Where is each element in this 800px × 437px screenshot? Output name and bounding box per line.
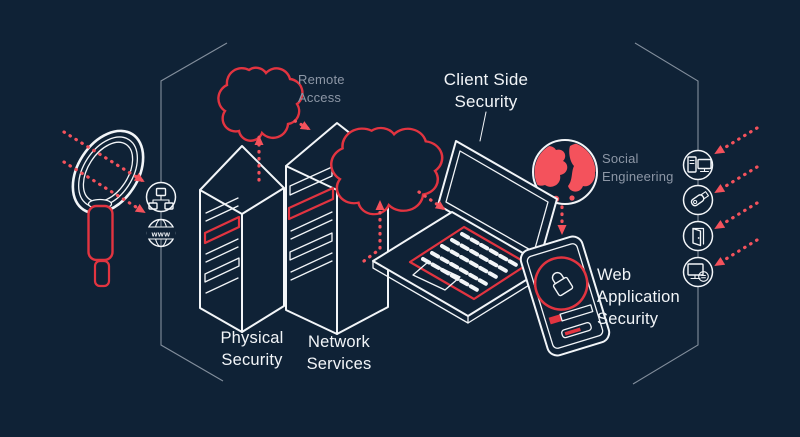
- tower-slots: [689, 160, 695, 164]
- icon-circle: [682, 220, 714, 252]
- security-badge: [698, 271, 709, 282]
- server-white-slat: [289, 232, 333, 261]
- desktop-monitor: [687, 263, 704, 276]
- attack-arrow: [417, 190, 446, 211]
- globe-parallels: [148, 226, 174, 240]
- magnifier-icon: [71, 129, 145, 288]
- www-globe-icon: www: [146, 218, 176, 248]
- workstation-icon: [682, 149, 714, 181]
- server-white-slat: [289, 166, 333, 196]
- attack-arrow: [714, 126, 759, 155]
- attack-arrow: [714, 238, 759, 267]
- cloud-icon-remote-access-1: [217, 66, 304, 142]
- padlock-icon: [551, 271, 574, 297]
- server-slat: [205, 197, 239, 214]
- lens-outer-ring: [71, 129, 145, 215]
- lan-node: [148, 202, 158, 210]
- usb-drive-icon: [682, 184, 714, 216]
- key-row: [440, 244, 500, 280]
- door-icon: [682, 220, 714, 252]
- button-bar: [561, 322, 592, 339]
- server-red-slat: [203, 215, 241, 245]
- progress-red-segment: [548, 314, 563, 325]
- attack-arrow: [293, 119, 311, 131]
- remote-access-label: Remote Access: [298, 72, 345, 105]
- phone-screen: [526, 243, 604, 349]
- frame-left-line: [160, 42, 228, 382]
- continent-island: [569, 195, 575, 201]
- lan-node: [164, 202, 174, 210]
- icon-circle: [682, 184, 714, 216]
- button-red-fill: [564, 327, 581, 336]
- magnifier-lens: [71, 129, 145, 215]
- www-band: [147, 227, 175, 239]
- frame-right-line: [632, 42, 699, 385]
- lan-links: [152, 195, 170, 204]
- padlock-body: [552, 276, 574, 297]
- web-application-security-label: Web Application Security: [597, 266, 680, 328]
- key-row: [460, 232, 520, 268]
- server-slat: [205, 238, 239, 255]
- lan-network-icon: [145, 181, 177, 213]
- door-knob: [697, 237, 700, 239]
- badge-lines: [701, 275, 706, 279]
- server-slat: [290, 211, 333, 232]
- www-label: www: [151, 230, 171, 239]
- attack-arrow: [714, 165, 759, 194]
- attack-arrow: [714, 201, 759, 230]
- usb-hole: [693, 199, 698, 205]
- usb-connector: [700, 191, 709, 200]
- attack-arrow: [62, 160, 146, 214]
- smartphone-icon: [519, 235, 611, 357]
- server-slat: [290, 252, 333, 273]
- continent-west: [534, 146, 568, 187]
- door-leaf: [692, 227, 702, 247]
- secure-desktop-icon: [682, 256, 714, 288]
- lens-mid-ring: [77, 136, 139, 208]
- client-side-pointer-line: [479, 111, 487, 142]
- laptop-trackpad: [412, 261, 461, 291]
- lens-inner-ring: [82, 141, 134, 203]
- key-row: [450, 238, 510, 274]
- usb-stick: [690, 191, 709, 207]
- pc-tower: [687, 156, 697, 173]
- handle-tip: [93, 259, 111, 288]
- progress-bar: [559, 304, 594, 322]
- server-slat: [205, 277, 239, 294]
- monitor-stand: [699, 167, 710, 173]
- attack-arrow: [362, 200, 385, 263]
- padlock-shackle: [551, 271, 565, 285]
- door-frame: [692, 227, 705, 245]
- server-slat: [205, 246, 239, 263]
- cloud-icon-remote-access-2: [329, 126, 444, 216]
- server-physical-security: [199, 145, 285, 333]
- key-row: [430, 251, 490, 287]
- handle-body: [87, 204, 114, 262]
- attack-arrow: [62, 130, 145, 183]
- icon-circle: [682, 256, 714, 288]
- physical-security-label: Physical Security: [220, 329, 284, 369]
- monitor-stand: [690, 274, 701, 280]
- server-red-slat: [287, 186, 335, 221]
- attack-arrows: [62, 119, 759, 267]
- network-services-label: Network Services: [306, 333, 372, 373]
- server-white-slat: [204, 257, 240, 283]
- server-slat: [290, 260, 333, 281]
- client-side-security-label: Client Side Security: [443, 70, 529, 112]
- server-slat: [290, 219, 333, 240]
- server-slat: [205, 205, 239, 222]
- social-engineering-label: Social Engineering: [602, 151, 674, 184]
- login-circle: [533, 256, 589, 311]
